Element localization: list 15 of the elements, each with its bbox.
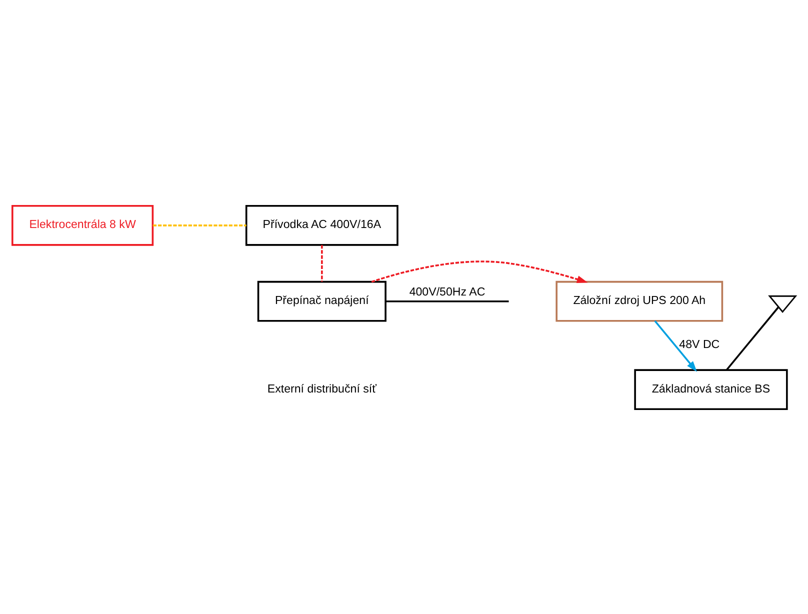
node-box: Přívodka AC 400V/16A xyxy=(245,204,398,246)
node-box: Přepínač napájení xyxy=(257,280,386,322)
connector xyxy=(321,244,323,282)
label: Externí distribuční síť xyxy=(267,382,376,395)
node-box: Záložní zdroj UPS 200 Ah xyxy=(556,280,724,322)
node-box: Základnová stanice BS xyxy=(634,368,788,410)
connector xyxy=(386,300,509,302)
arrow xyxy=(654,320,697,372)
connector xyxy=(152,224,246,226)
edge-label: 48V DC xyxy=(679,338,720,351)
node-box: Elektrocentrála 8 kW xyxy=(12,204,154,246)
node-antenna xyxy=(768,294,798,312)
edge-label: 400V/50Hz AC xyxy=(409,286,486,298)
connector xyxy=(726,306,780,370)
arrow xyxy=(371,260,588,282)
